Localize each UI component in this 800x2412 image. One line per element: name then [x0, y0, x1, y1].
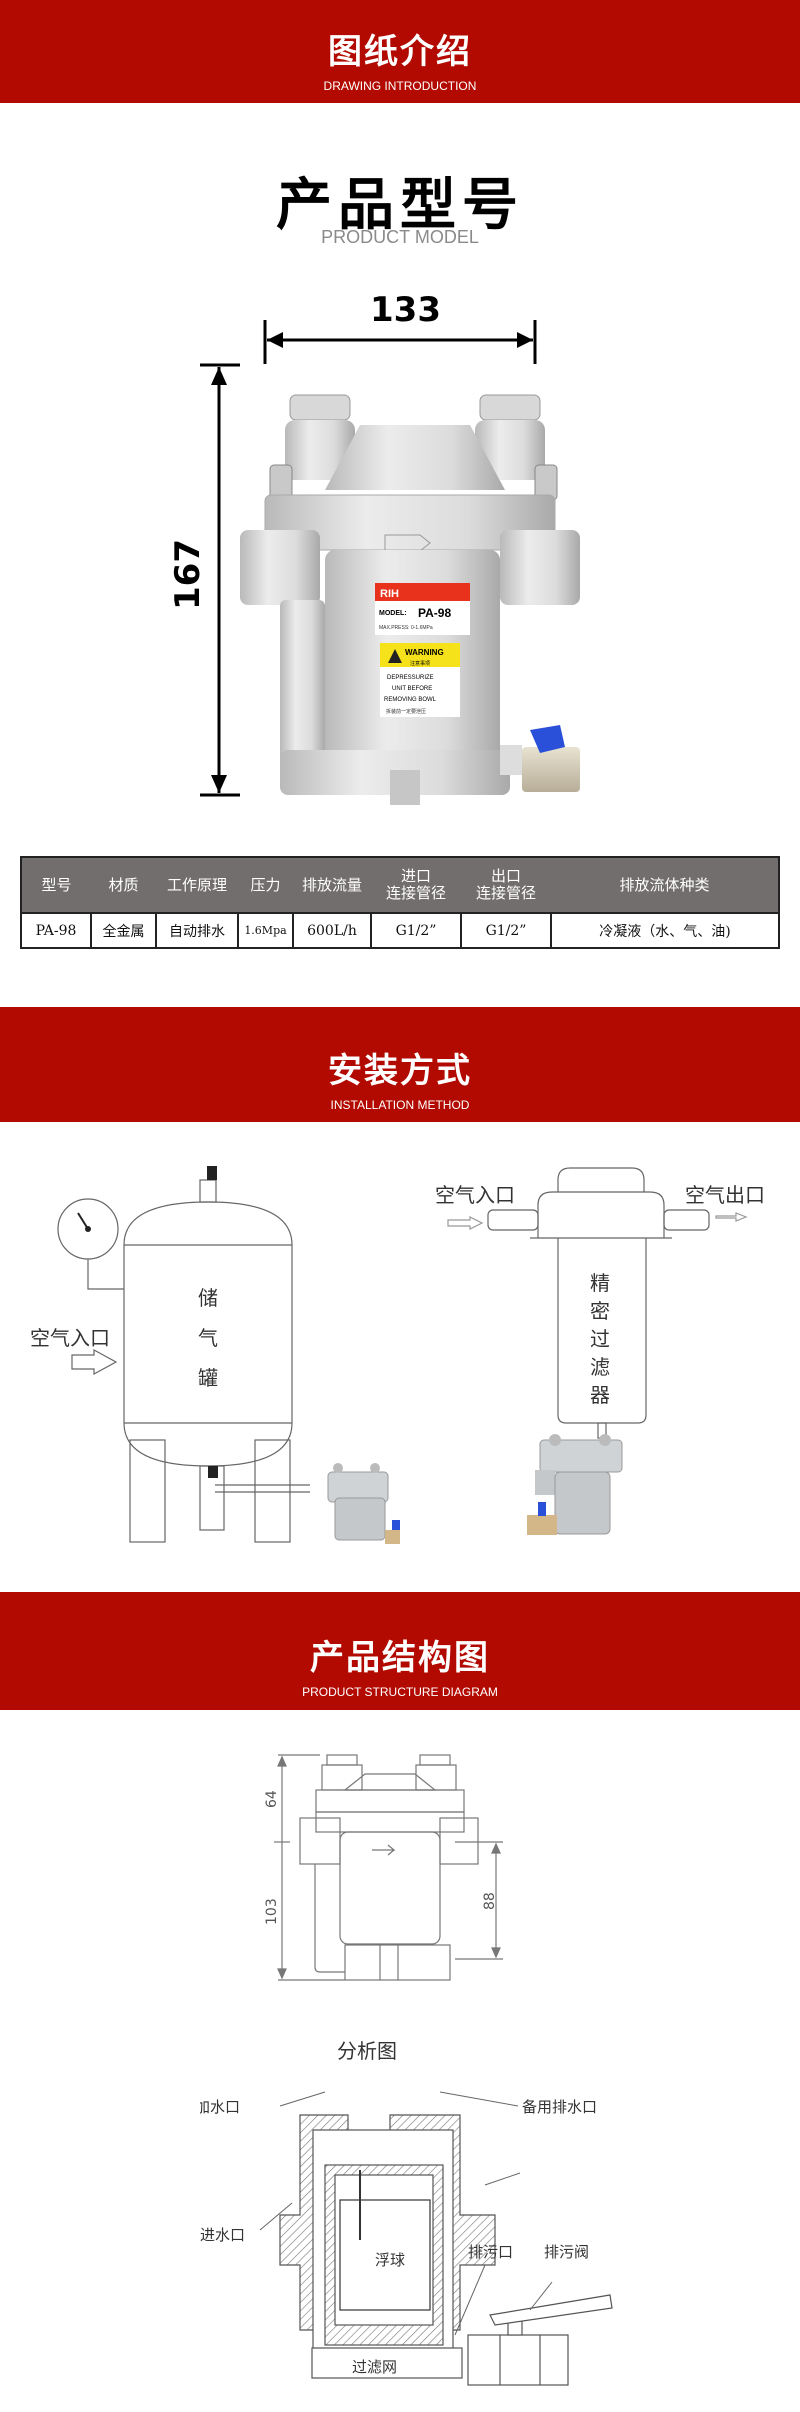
filter-installation-diagram: 空气入口 空气出口 精 密 过 滤 器: [435, 1167, 765, 1535]
dim-top-label: 64: [264, 1790, 280, 1808]
cell-pressure: 1.6Mpa: [237, 912, 294, 949]
svg-text:罐: 罐: [198, 1366, 218, 1390]
svg-text:过: 过: [590, 1327, 610, 1351]
section-title-en: PRODUCT STRUCTURE DIAGRAM: [302, 1685, 498, 1699]
model-label: PA-98: [418, 606, 451, 620]
product-image-drain-valve: RIH MODEL: PA-98 MAX.PRESS: 0-1.6MPa WAR…: [240, 394, 580, 805]
cell-flow: 600L/h: [292, 912, 372, 949]
svg-text:注意事项: 注意事项: [410, 660, 430, 667]
cell-material: 全金属: [90, 912, 157, 949]
header-material: 材质: [91, 857, 156, 913]
svg-text:REMOVING BOWL: REMOVING BOWL: [384, 697, 437, 703]
dim-body-label: 103: [264, 1898, 280, 1925]
structure-dimension-diagram: 64 103 88: [264, 1754, 503, 1981]
header-inlet: 进口连接管径: [371, 857, 461, 913]
tank-installation-diagram: 空气入口 储 气 罐: [30, 1166, 400, 1544]
svg-text:滤: 滤: [590, 1355, 610, 1379]
dim-port-label: 88: [482, 1892, 498, 1910]
height-dimension-arrow: [200, 363, 240, 797]
section-header-drawing-intro: 图纸介绍 DRAWING INTRODUCTION: [0, 0, 800, 103]
drain-valve-label: 排污阀: [544, 2243, 589, 2261]
section-title-en: INSTALLATION METHOD: [330, 1098, 470, 1112]
air-outlet-label: 空气出口: [685, 1183, 765, 1207]
section-title-cn: 安装方式: [328, 1051, 472, 1091]
analysis-diagram-title: 分析图: [337, 2039, 397, 2063]
table-header-row: 型号 材质 工作原理 压力 排放流量 进口连接管径 出口连接管径 排放流体种类: [21, 857, 779, 913]
product-model-title: 产品型号: [276, 173, 524, 238]
spec-table: 型号 材质 工作原理 压力 排放流量 进口连接管径 出口连接管径 排放流体种类 …: [20, 856, 780, 949]
svg-text:拆装前一定要泄压: 拆装前一定要泄压: [386, 708, 426, 715]
section-title-cn: 图纸介绍: [328, 32, 472, 72]
drain-port-label: 排污口: [468, 2243, 513, 2261]
section-title-cn: 产品结构图: [310, 1638, 490, 1678]
cell-outlet: G1/2”: [460, 912, 552, 949]
water-inlet-label: 进水口: [200, 2226, 245, 2244]
cell-fluid-type: 冷凝液（水、气、油): [550, 912, 780, 949]
svg-text:精: 精: [590, 1271, 610, 1295]
table-row: PA-98 全金属 自动排水 1.6Mpa 600L/h G1/2” G1/2”…: [20, 912, 780, 949]
air-inlet-label: 空气入口: [435, 1183, 515, 1207]
air-inlet-label: 空气入口: [30, 1326, 110, 1350]
cell-model: PA-98: [20, 912, 92, 949]
filter-mesh-label: 过滤网: [352, 2358, 397, 2376]
cell-principle: 自动排水: [155, 912, 239, 949]
svg-text:DEPRESSURIZE: DEPRESSURIZE: [387, 675, 434, 681]
spare-drain-label: 备用排水口: [522, 2098, 597, 2116]
section-header-installation: 安装方式 INSTALLATION METHOD: [0, 1007, 800, 1122]
header-outlet: 出口连接管径: [461, 857, 551, 913]
fill-port-label: 加水口: [200, 2098, 240, 2116]
header-flow: 排放流量: [293, 857, 371, 913]
product-model-subtitle: PRODUCT MODEL: [321, 227, 479, 247]
width-dimension-arrow: [263, 320, 537, 364]
svg-text:气: 气: [198, 1326, 218, 1350]
section-header-structure: 产品结构图 PRODUCT STRUCTURE DIAGRAM: [0, 1592, 800, 1710]
width-dimension-label: 133: [370, 290, 441, 330]
section-title-en: DRAWING INTRODUCTION: [323, 79, 477, 93]
header-pressure: 压力: [238, 857, 293, 913]
svg-text:WARNING: WARNING: [405, 648, 444, 657]
svg-text:MAX.PRESS: 0-1.6MPa: MAX.PRESS: 0-1.6MPa: [379, 625, 433, 631]
analysis-cross-section-diagram: 加水口 备用排水口 进水口 浮球 排污口 排污阀 过滤网: [200, 2091, 613, 2386]
svg-text:密: 密: [590, 1299, 610, 1323]
svg-text:储: 储: [198, 1286, 218, 1310]
float-label: 浮球: [375, 2251, 405, 2269]
brand-label: RIH: [380, 588, 399, 600]
header-principle: 工作原理: [156, 857, 238, 913]
header-fluid-type: 排放流体种类: [551, 857, 779, 913]
height-dimension-label: 167: [168, 539, 208, 610]
svg-text:UNIT BEFORE: UNIT BEFORE: [392, 686, 432, 692]
svg-text:器: 器: [590, 1383, 610, 1407]
cell-inlet: G1/2”: [370, 912, 462, 949]
header-model: 型号: [21, 857, 91, 913]
svg-text:MODEL:: MODEL:: [379, 610, 407, 617]
